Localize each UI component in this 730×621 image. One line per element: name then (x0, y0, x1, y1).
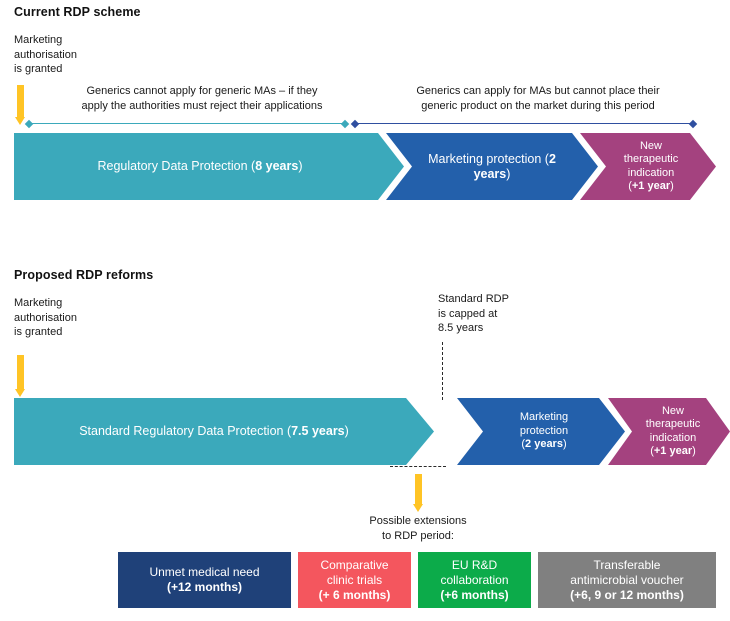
option-box-text: Comparative clinic trials (+ 6 months) (318, 557, 391, 602)
option-box-unmet-medical-need[interactable]: Unmet medical need (+12 months) (118, 552, 291, 608)
chevron-label: New therapeutic indication (+1 year) (645, 404, 701, 457)
option-box-text: EU R&D collaboration (+6 months) (440, 557, 509, 602)
proposed-reforms-ma-note: Marketing authorisation is granted (14, 297, 77, 338)
standard-rdp-cap-note: Standard RDP is capped at 8.5 years (438, 293, 509, 334)
current-scheme-span-right-note: Generics can apply for MAs but cannot pl… (416, 85, 660, 112)
chevron-marketing-protection[interactable]: Marketing protection (2 years) (386, 133, 598, 200)
span-line-market-placement (350, 119, 698, 128)
current-scheme-span-left-note: Generics cannot apply for generic MAs – … (81, 85, 323, 112)
current-scheme-title: Current RDP scheme (14, 5, 141, 19)
extensions-dashed-connector (390, 466, 446, 467)
chevron-label: New therapeutic indication (+1 year) (623, 139, 679, 192)
chevron-new-therapeutic-indication[interactable]: New therapeutic indication (+1 year) (580, 133, 716, 200)
option-box-text: Unmet medical need (+12 months) (149, 565, 260, 594)
span-line-data-protection (24, 119, 350, 128)
proposed-reforms-timeline: Standard Regulatory Data Protection (7.5… (14, 398, 716, 465)
chevron-label: Marketing protection (2 years) (519, 411, 569, 451)
chevron-regulatory-data-protection[interactable]: Regulatory Data Protection (8 years) (14, 133, 404, 200)
chevron-label: Regulatory Data Protection (8 years) (97, 159, 303, 173)
ma-granted-arrow-current (15, 85, 25, 125)
chevron-marketing-protection[interactable]: Marketing protection (2 years) (457, 398, 625, 465)
cap-dashed-connector (442, 342, 443, 400)
ma-granted-arrow-proposed (15, 355, 25, 397)
chevron-new-therapeutic-indication[interactable]: New therapeutic indication (+1 year) (608, 398, 730, 465)
proposed-reforms-title: Proposed RDP reforms (14, 268, 154, 282)
chevron-label: Marketing protection (2 years) (428, 151, 556, 181)
option-box-comparative-clinic-trials[interactable]: Comparative clinic trials (+ 6 months) (298, 552, 411, 608)
option-box-eu-rd-collaboration[interactable]: EU R&D collaboration (+6 months) (418, 552, 531, 608)
current-scheme-timeline: Regulatory Data Protection (8 years) Mar… (14, 133, 716, 200)
current-scheme-ma-note: Marketing authorisation is granted (14, 34, 77, 75)
extensions-arrow (413, 474, 423, 512)
option-box-transferable-antimicrobial-voucher[interactable]: Transferable antimicrobial voucher (+6, … (538, 552, 716, 608)
option-box-text: Transferable antimicrobial voucher (+6, … (570, 557, 684, 602)
possible-extensions-note: Possible extensions to RDP period: (369, 515, 467, 542)
chevron-label: Standard Regulatory Data Protection (7.5… (79, 424, 349, 438)
chevron-standard-regulatory-data-protection[interactable]: Standard Regulatory Data Protection (7.5… (14, 398, 434, 465)
